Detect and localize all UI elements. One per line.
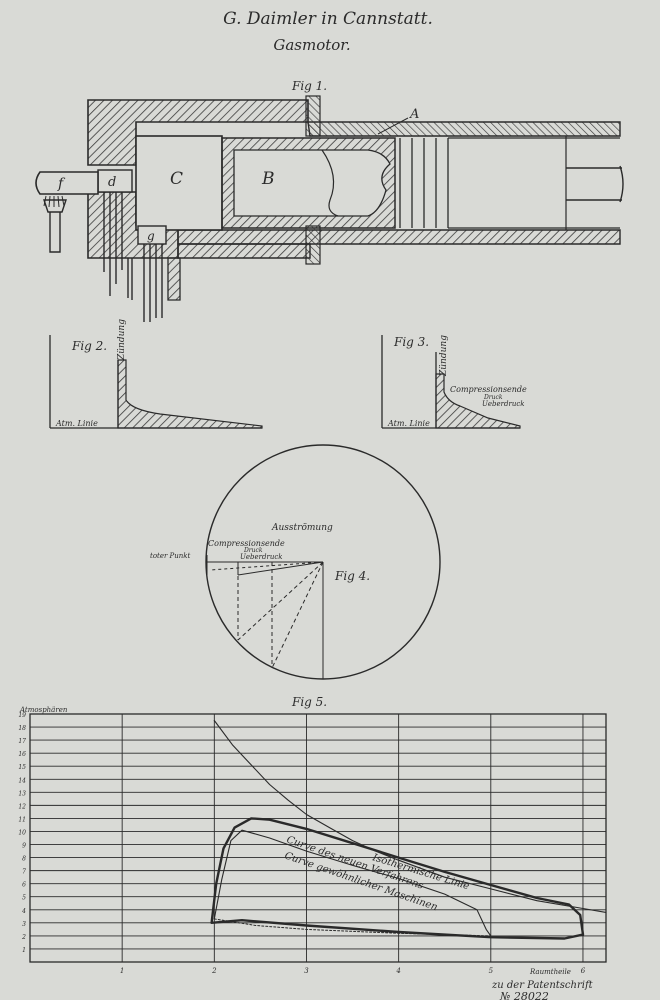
fig5-y-tick-label: 12 bbox=[18, 803, 26, 810]
label-B: B bbox=[261, 169, 275, 189]
label-a-leader bbox=[377, 117, 409, 135]
fig4-crank-circle: Fig 4. Ausströmung toter Punkt Compressi… bbox=[150, 444, 441, 680]
label-g: g bbox=[147, 229, 155, 243]
piston-b-inner bbox=[233, 149, 391, 217]
fig2-zundung: Zündung bbox=[117, 319, 127, 361]
fig4-ausstromung: Ausströmung bbox=[271, 523, 333, 533]
sheet-title: G. Daimler in Cannstatt. bbox=[223, 9, 433, 29]
burner bbox=[43, 199, 67, 253]
label-f: f bbox=[57, 176, 66, 192]
piston-crown-curve bbox=[321, 149, 339, 217]
fig5-y-tick-label: 15 bbox=[18, 764, 26, 771]
fig5-y-tick-label: 2 bbox=[21, 934, 26, 941]
fig5-y-tick-label: 13 bbox=[18, 790, 26, 797]
piston-rings bbox=[399, 138, 449, 228]
label-A: A bbox=[409, 107, 419, 122]
fig5-y-tick-label: 4 bbox=[21, 908, 26, 915]
piston-rod bbox=[566, 165, 624, 203]
fig5-y-tick-label: 5 bbox=[22, 895, 26, 902]
fig2-caption: Fig 2. bbox=[71, 339, 107, 353]
chamber-c bbox=[135, 135, 223, 231]
sheet-subtitle: Gasmotor. bbox=[273, 36, 350, 54]
fig5-x-tick-label: 1 bbox=[120, 967, 124, 975]
fig5-y-tick-label: 6 bbox=[22, 882, 26, 889]
cylinder-upper-wall bbox=[307, 121, 621, 137]
fig4-compression: Compressionsende bbox=[208, 539, 285, 548]
fig3-ueberdruck: Ueberdruck bbox=[482, 400, 525, 408]
fig3-druck: Druck bbox=[483, 394, 503, 401]
fig5-ylabel: Atmosphären bbox=[19, 706, 68, 714]
fig5-series-0 bbox=[213, 719, 607, 913]
fig4-caption: Fig 4. bbox=[334, 569, 370, 583]
fig4-totpunkt: toter Punkt bbox=[150, 552, 191, 560]
fig4-druck: Druck bbox=[243, 547, 263, 554]
fig5-y-tick-label: 3 bbox=[22, 921, 26, 928]
label-d: d bbox=[108, 175, 116, 190]
fig5-series bbox=[210, 719, 607, 940]
fig5-x-tick-label: 2 bbox=[211, 967, 217, 975]
footer-patent-ref: zu der Patentschrift bbox=[491, 980, 594, 991]
valve-g-housing bbox=[137, 225, 167, 245]
fig5-x-tick-label: 4 bbox=[395, 967, 400, 975]
fig5-y-tick-label: 9 bbox=[22, 843, 26, 850]
footer-patent-number: № 28022 bbox=[499, 990, 549, 1000]
fig1-engine-section: Fig 1. bbox=[35, 79, 624, 322]
fig5-grid bbox=[29, 713, 607, 963]
fig5-chart: Fig 5. Atmosphären Raumtheile 1234567891… bbox=[18, 695, 607, 976]
fig5-x-tick-label: 5 bbox=[489, 967, 494, 975]
fig5-y-tick-label: 17 bbox=[18, 738, 26, 745]
ignition-tube-f bbox=[35, 171, 99, 195]
cylinder-lower-wall bbox=[177, 229, 621, 245]
fig5-x-tick-label: 6 bbox=[581, 967, 586, 975]
lower-jacket bbox=[177, 243, 311, 259]
valve-g-stems bbox=[127, 244, 163, 322]
valve-stems-left bbox=[103, 192, 123, 296]
fig3-caption: Fig 3. bbox=[393, 335, 429, 349]
fig5-y-tick-label: 8 bbox=[22, 856, 26, 863]
fig5-y-tick-label: 14 bbox=[18, 777, 26, 784]
fig5-y-tick-label: 10 bbox=[18, 829, 26, 836]
lower-boss bbox=[167, 257, 181, 301]
flange-top bbox=[305, 95, 321, 137]
label-C: C bbox=[170, 169, 183, 189]
fig3-atm-line: Atm. Linie bbox=[387, 419, 430, 428]
fig1-caption: Fig 1. bbox=[291, 79, 327, 93]
flange-bottom bbox=[305, 225, 321, 265]
fig4-ueberdruck: Ueberdruck bbox=[240, 553, 283, 561]
crank-construction-lines bbox=[206, 555, 324, 679]
fig5-xlabel: Raumtheile bbox=[529, 968, 571, 976]
fig2-atm-line: Atm. Linie bbox=[55, 419, 98, 428]
fig3-compression: Compressionsende bbox=[450, 385, 527, 394]
fig5-series-3 bbox=[213, 918, 492, 937]
fig5-caption: Fig 5. bbox=[291, 695, 327, 709]
fig5-plot-frame bbox=[29, 713, 607, 963]
fig5-y-tick-label: 11 bbox=[18, 816, 26, 823]
fig5-y-tick-label: 18 bbox=[18, 725, 26, 732]
fig5-series-2 bbox=[213, 829, 492, 937]
burner-flame bbox=[43, 195, 65, 208]
fig5-y-tick-label: 1 bbox=[22, 947, 26, 954]
fig5-y-tick-label: 7 bbox=[22, 869, 26, 876]
fig5-y-tick-label: 19 bbox=[18, 712, 26, 719]
fig5-y-tick-label: 16 bbox=[18, 751, 26, 758]
fig3-zundung: Zündung bbox=[439, 335, 449, 377]
fig5-x-tick-label: 3 bbox=[304, 967, 309, 975]
fig2-indicator-diagram: Fig 2. Zündung Atm. Linie bbox=[49, 319, 263, 429]
fig3-indicator-diagram: Fig 3. Zündung Compressionsende Druck Ue… bbox=[381, 335, 527, 429]
